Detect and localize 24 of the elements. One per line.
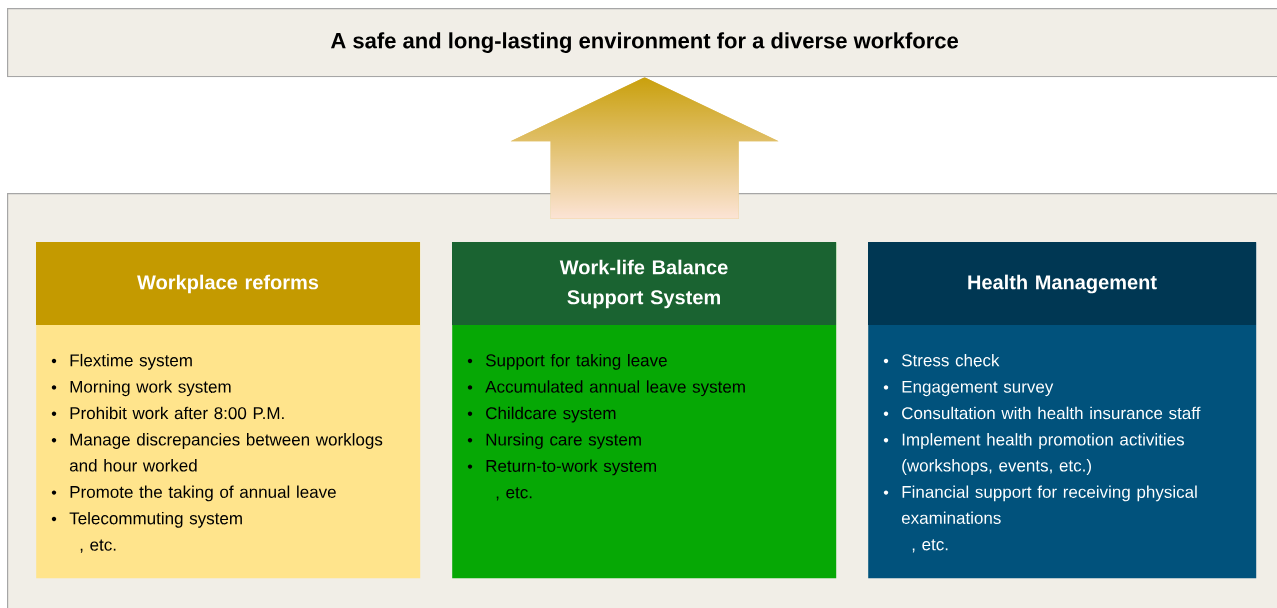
card-header: Work-life Balance Support System	[452, 242, 836, 325]
bullet-item: Return-to-work system	[467, 459, 656, 476]
bullet-item: Morning work system	[51, 380, 231, 397]
card-header: Health Management	[868, 242, 1256, 325]
block-arrow	[510, 77, 779, 219]
bullet-item: Promote the taking of annual leave	[51, 485, 336, 502]
bullet-item: Consultation with health insurance staff	[883, 406, 1201, 420]
bullet-item: Manage discrepancies between worklogs and hour worked	[51, 433, 383, 472]
list-note: , etc.	[496, 487, 532, 501]
card-header: Workplace reforms	[36, 242, 420, 325]
bullet-item: Support for taking leave	[467, 353, 667, 370]
bullet-item: Prohibit work after 8:00 P.M.	[51, 406, 284, 420]
bullet-item: Accumulated annual leave system	[467, 380, 745, 397]
bullet-item: Stress check	[883, 353, 1000, 367]
bullet-item: Engagement survey	[883, 380, 1054, 397]
bullet-item: Financial support for receiving physical examinations	[883, 485, 1197, 524]
list-note: , etc.	[912, 539, 948, 553]
list-note: , etc.	[80, 539, 116, 553]
bullet-item: Implement health promotion activities (workshops, events, etc.)	[883, 433, 1184, 475]
bullet-item: Nursing care system	[467, 433, 641, 449]
goal-box: A safe and long-lasting environment for a diverse workforce	[7, 8, 1277, 78]
bullet-item: Flextime system	[51, 353, 192, 370]
bullet-item: Childcare system	[467, 406, 616, 423]
bullet-item: Telecommuting system	[51, 511, 242, 528]
